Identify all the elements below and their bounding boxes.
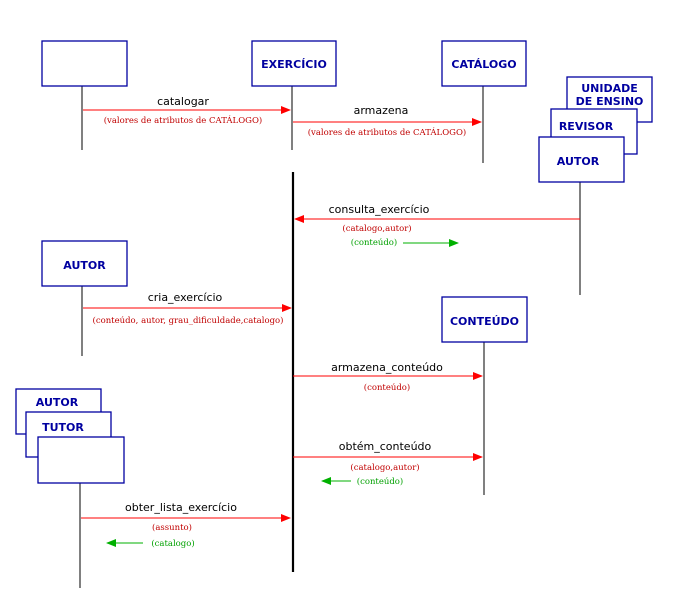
object-bottom-left (37, 436, 125, 484)
message-consulta-exercicio-label: consulta_exercício (329, 203, 430, 216)
message-cria-exercicio-label: cria_exercício (148, 291, 223, 304)
message-catalogar-label: catalogar (157, 95, 209, 108)
message-cria-exercicio-params: (conteúdo, autor, grau_dificuldade,catal… (93, 315, 284, 326)
message-obter-lista-exercicio-return: (catalogo) (151, 538, 194, 549)
message-consulta-exercicio-return: (conteúdo) (351, 237, 397, 248)
object-autor-left-label: AUTOR (63, 259, 106, 272)
message-obtem-conteudo-params: (catalogo,autor) (350, 462, 419, 473)
object-catalogo-label: CATÁLOGO (451, 58, 516, 71)
message-armazena-conteudo-label: armazena_conteúdo (331, 361, 443, 374)
message-obter-lista-exercicio-label: obter_lista_exercício (125, 501, 237, 514)
object-unidade-label-line2: DE ENSINO (576, 95, 644, 108)
object-conteudo: CONTEÚDO (441, 296, 528, 343)
message-armazena-conteudo-params: (conteúdo) (364, 382, 410, 393)
message-armazena: armazena (valores de atributos de CATÁLO… (293, 104, 482, 138)
object-exercicio-label: EXERCÍCIO (261, 58, 327, 71)
message-catalogar-params: (valores de atributos de CATÁLOGO) (104, 114, 263, 126)
object-exercicio: EXERCÍCIO (251, 40, 337, 87)
object-unidade-label-line1: UNIDADE (581, 82, 638, 95)
message-armazena-label: armazena (354, 104, 409, 117)
object-tutor-stack-label: TUTOR (42, 421, 84, 434)
message-obtem-conteudo-return: (conteúdo) (357, 476, 403, 487)
message-consulta-exercicio: consulta_exercício (catalogo,autor) (con… (294, 203, 580, 248)
object-autor-stack-label: AUTOR (36, 396, 79, 409)
message-cria-exercicio: cria_exercício (conteúdo, autor, grau_di… (83, 291, 292, 326)
object-conteudo-label: CONTEÚDO (450, 315, 519, 328)
message-armazena-conteudo: armazena_conteúdo (conteúdo) (293, 361, 483, 393)
object-revisor-label: REVISOR (559, 120, 614, 133)
message-consulta-exercicio-params: (catalogo,autor) (342, 223, 411, 234)
message-obtem-conteudo: obtém_conteúdo (catalogo,autor) (conteúd… (293, 440, 483, 487)
object-catalogo: CATÁLOGO (441, 40, 527, 87)
object-autor-left: AUTOR (41, 240, 128, 287)
message-catalogar: catalogar (valores de atributos de CATÁL… (83, 95, 291, 126)
message-obter-lista-exercicio: obter_lista_exercício (assunto) (catalog… (81, 501, 291, 549)
message-obtem-conteudo-label: obtém_conteúdo (339, 440, 432, 453)
message-armazena-params: (valores de atributos de CATÁLOGO) (308, 126, 467, 138)
message-obter-lista-exercicio-params: (assunto) (152, 522, 192, 533)
object-autor-right: AUTOR (538, 136, 625, 183)
object-top-left (41, 40, 128, 87)
object-autor-right-label: AUTOR (557, 155, 600, 168)
